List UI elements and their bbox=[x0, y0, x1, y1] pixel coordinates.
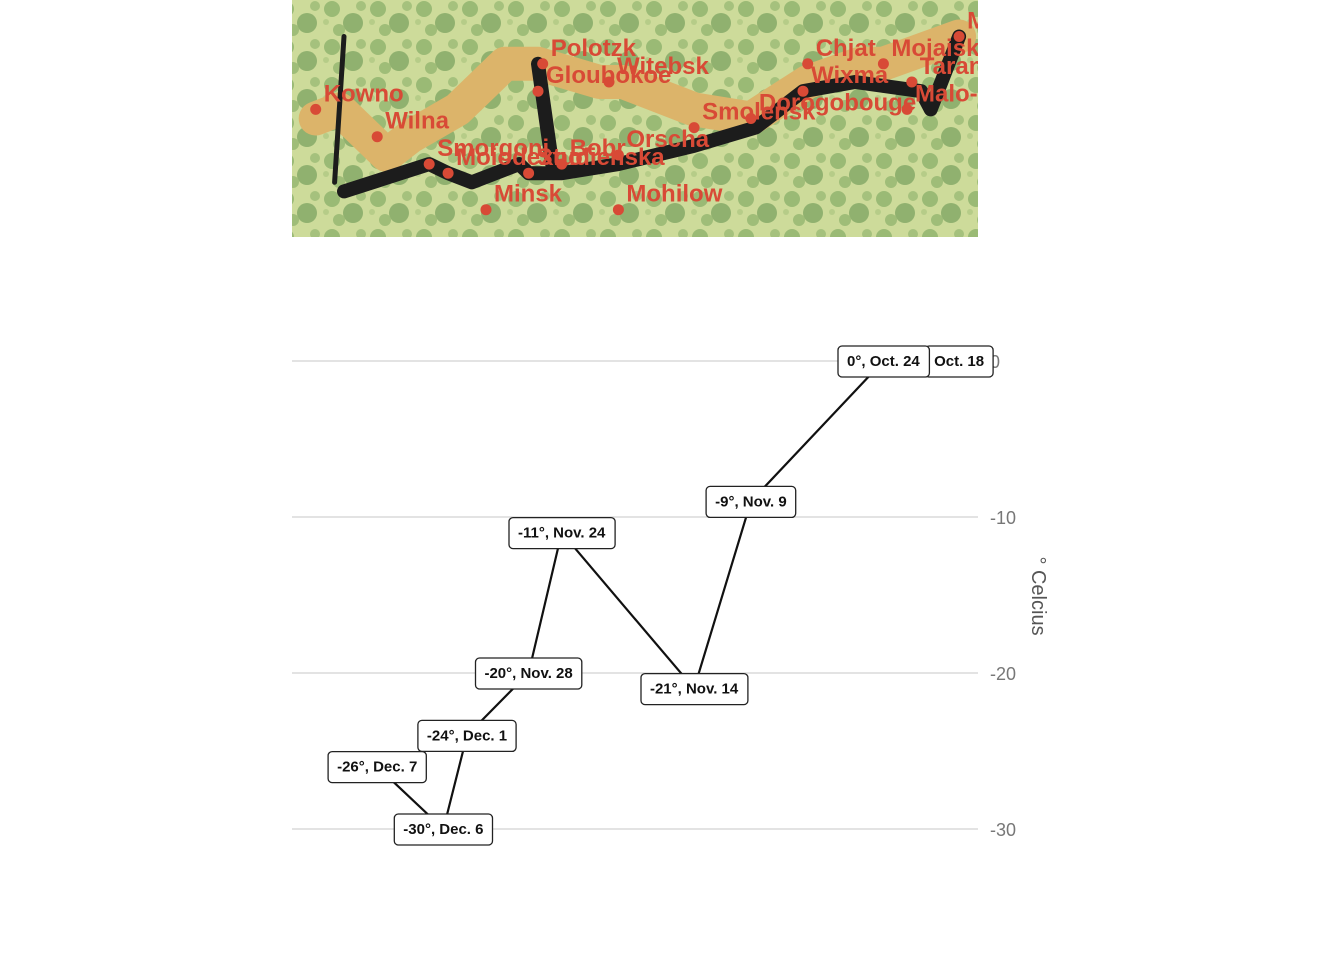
y-tick-label: -20 bbox=[990, 664, 1016, 684]
north-branch-path bbox=[332, 34, 347, 185]
temperature-label: -11°, Nov. 24 bbox=[508, 516, 616, 550]
temperature-label-text: -9°, Nov. 9 bbox=[715, 493, 787, 510]
city-label: Malo-Jarosewii bbox=[915, 80, 1087, 107]
temperature-label-text: -11°, Nov. 24 bbox=[518, 525, 606, 542]
city-label: Polotzk bbox=[551, 35, 637, 62]
city-point bbox=[612, 149, 624, 161]
map-terrain-tint bbox=[292, 0, 978, 237]
temperature-label-box bbox=[705, 485, 797, 519]
temperature-panel: 0 -10 -20 -30 Oct. 18 0°, Oct. 24 -9°, Nov. 9… bbox=[292, 345, 1049, 846]
city-point bbox=[442, 167, 454, 179]
city-point bbox=[532, 85, 544, 97]
city-point bbox=[877, 58, 889, 70]
temperature-label-layer: Oct. 18 0°, Oct. 24 -9°, Nov. 9 -21°, Nov. … bbox=[327, 345, 994, 846]
temperature-label-box bbox=[474, 657, 583, 690]
city-layer: KownoWilnaSmorgoniMoiodexnoGloubokoeMins… bbox=[310, 8, 1087, 216]
city-label: Wilna bbox=[385, 108, 449, 135]
temperature-label-text: -24°, Dec. 1 bbox=[427, 727, 507, 744]
y-tick-label: -30 bbox=[990, 820, 1016, 840]
city-label: Kowno bbox=[324, 80, 404, 107]
city-point bbox=[423, 158, 435, 170]
city-label: Tarantino bbox=[920, 53, 1028, 80]
city-point bbox=[797, 85, 809, 97]
city-label: Smolensk bbox=[702, 99, 816, 126]
city-point bbox=[906, 76, 918, 88]
city-label: Smorgoni bbox=[437, 135, 549, 162]
temperature-label: Oct. 18 bbox=[924, 345, 994, 378]
temperature-label-box bbox=[508, 516, 616, 550]
city-point bbox=[556, 158, 568, 170]
temperature-label-box bbox=[327, 750, 427, 784]
city-label: Chjat bbox=[816, 35, 876, 62]
temperature-label-text: -21°, Nov. 14 bbox=[650, 681, 739, 698]
temperature-label-text: Oct. 18 bbox=[934, 353, 984, 370]
city-point bbox=[802, 58, 814, 70]
city-point bbox=[953, 31, 965, 42]
city-label: Witebsk bbox=[617, 53, 709, 80]
city-point bbox=[603, 76, 615, 88]
city-label: Wixma bbox=[811, 62, 889, 89]
city-point bbox=[537, 58, 549, 70]
temperature-label-box bbox=[417, 719, 517, 753]
temperature-line bbox=[376, 359, 960, 831]
city-point bbox=[480, 204, 492, 216]
temperature-label-box bbox=[837, 345, 931, 378]
temperature-label-text: -30°, Dec. 6 bbox=[403, 821, 483, 838]
y-tick-label: 0 bbox=[990, 352, 1000, 372]
y-axis-title: ° Celcius bbox=[1027, 556, 1049, 635]
city-point bbox=[688, 122, 700, 134]
advance-path bbox=[298, 19, 977, 172]
city-label: Minsk bbox=[494, 181, 563, 208]
temperature-label: -9°, Nov. 9 bbox=[705, 485, 797, 519]
retreat-path bbox=[337, 29, 967, 199]
temperature-label: -24°, Dec. 1 bbox=[417, 719, 517, 753]
map-terrain-background bbox=[292, 0, 978, 237]
city-point bbox=[310, 103, 322, 115]
city-point bbox=[901, 103, 913, 115]
city-point bbox=[371, 131, 383, 143]
temperature-label-text: -20°, Nov. 28 bbox=[484, 665, 572, 682]
city-point bbox=[745, 113, 757, 124]
temperature-label-box bbox=[393, 813, 494, 846]
city-label: Moscou bbox=[967, 8, 1058, 35]
temperature-label: 0°, Oct. 24 bbox=[837, 345, 931, 378]
city-point bbox=[612, 204, 624, 216]
city-label: Mohilow bbox=[626, 181, 722, 208]
temperature-label: -30°, Dec. 6 bbox=[393, 813, 494, 846]
temperature-label: -21°, Nov. 14 bbox=[640, 672, 749, 706]
city-label: Dorogobouge bbox=[759, 90, 916, 117]
map-panel: KownoWilnaSmorgoniMoiodexnoGloubokoeMins… bbox=[292, 0, 1087, 237]
retreat-branch-path bbox=[531, 56, 560, 172]
temperature-label: -20°, Nov. 28 bbox=[474, 657, 583, 690]
temperature-label-box bbox=[640, 672, 749, 706]
city-point bbox=[523, 167, 535, 179]
temperature-label-text: 0°, Oct. 24 bbox=[847, 353, 920, 370]
y-tick-label: -10 bbox=[990, 508, 1016, 528]
temperature-label: -26°, Dec. 7 bbox=[327, 750, 427, 784]
temperature-label-text: -26°, Dec. 7 bbox=[337, 759, 417, 776]
